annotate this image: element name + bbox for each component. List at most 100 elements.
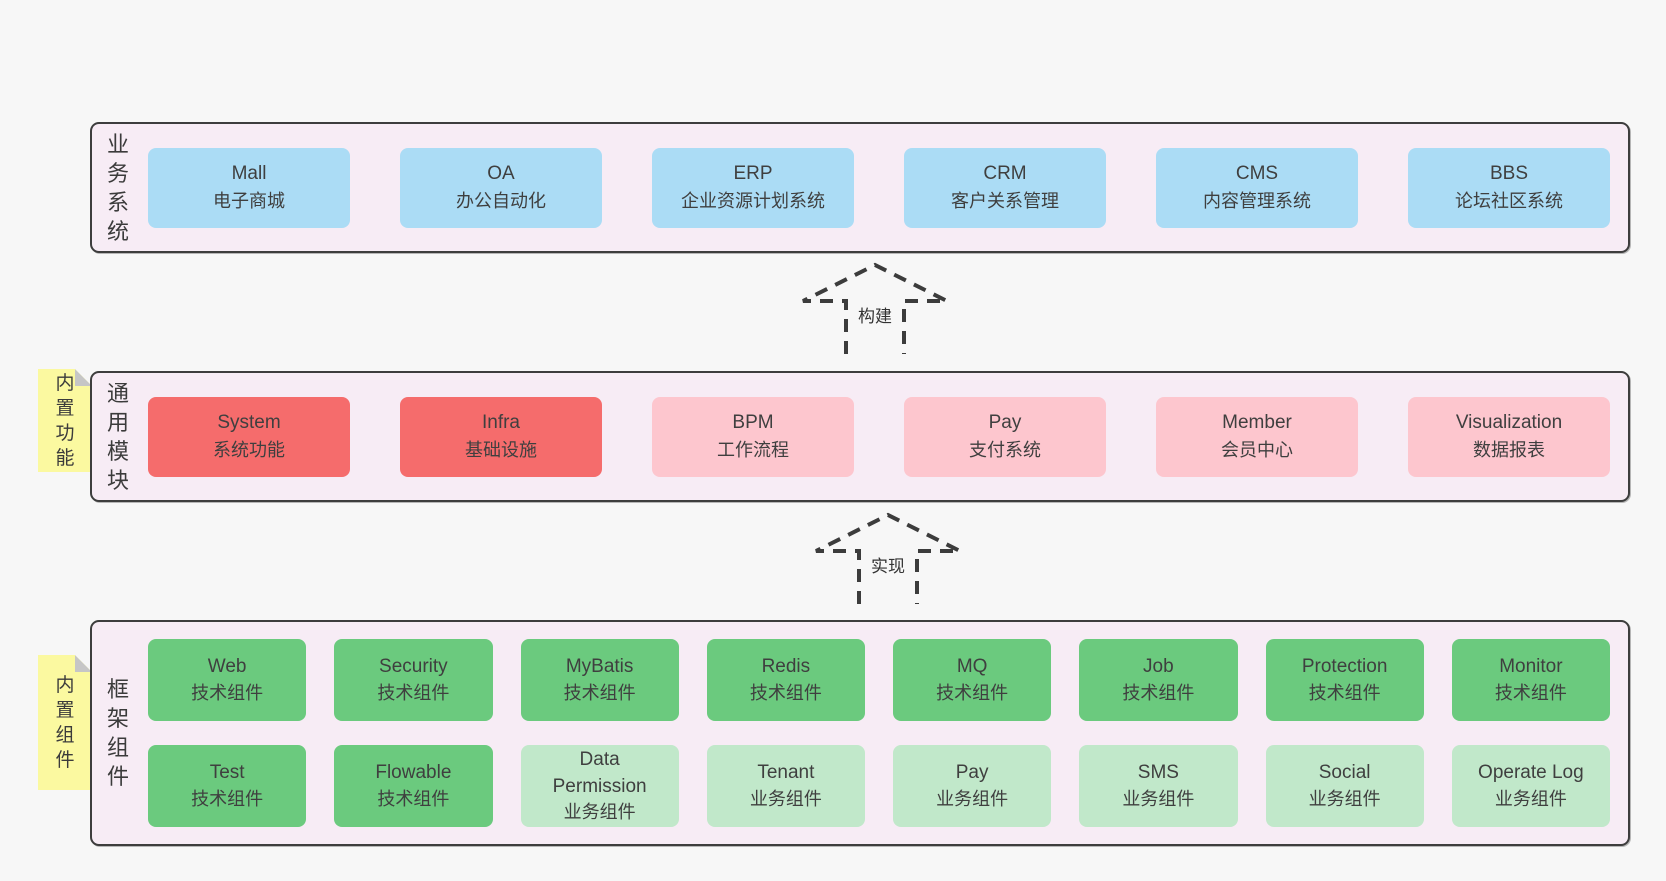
arrow-build: 构建	[800, 262, 950, 354]
box-title: Data Permission	[552, 749, 647, 797]
box-data-permission: Data Permission 业务组件	[520, 745, 679, 827]
note-label: 内置功能	[55, 372, 75, 469]
box-title: Tenant	[757, 762, 815, 784]
components-boxes-area: Web 技术组件 Security 技术组件 MyBatis 技术组件 Redi…	[138, 639, 1628, 827]
box-title: Flowable	[375, 762, 452, 784]
box-title: Test	[209, 762, 245, 784]
box-subtitle: 业务组件	[749, 788, 822, 809]
box-mybatis: MyBatis 技术组件	[520, 639, 679, 721]
modules-box-row: System 系统功能 Infra 基础设施 BPM 工作流程 Pay 支付系统…	[148, 396, 1610, 477]
box-infra: Infra 基础设施	[400, 396, 602, 477]
box-subtitle: 业务组件	[563, 801, 636, 822]
box-flowable: Flowable 技术组件	[334, 745, 493, 827]
arrow-implement: 实现	[813, 512, 963, 604]
box-subtitle: 业务组件	[1122, 788, 1195, 809]
box-title: Pay	[955, 762, 989, 784]
box-subtitle: 业务组件	[1308, 788, 1381, 809]
box-sms: SMS 业务组件	[1079, 745, 1238, 827]
box-title: CRM	[983, 162, 1027, 184]
box-title: Operate Log	[1478, 762, 1584, 784]
box-subtitle: 技术组件	[936, 682, 1009, 703]
box-title: Redis	[761, 656, 811, 678]
sticky-note-built-in-functions: 内置功能	[38, 369, 92, 472]
box-title: Web	[207, 656, 247, 678]
box-crm: CRM 客户关系管理	[904, 147, 1106, 228]
box-title: BBS	[1489, 162, 1529, 184]
box-system: System 系统功能	[148, 396, 350, 477]
box-subtitle: 业务组件	[936, 788, 1009, 809]
box-social: Social 业务组件	[1265, 745, 1424, 827]
box-operate-log: Operate Log 业务组件	[1451, 745, 1610, 827]
box-title: Mall	[231, 162, 267, 184]
box-subtitle: 技术组件	[191, 788, 264, 809]
components-box-row-1: Web 技术组件 Security 技术组件 MyBatis 技术组件 Redi…	[148, 639, 1610, 721]
box-visualization: Visualization 数据报表	[1408, 396, 1610, 477]
box-redis: Redis 技术组件	[706, 639, 865, 721]
box-subtitle: 客户关系管理	[951, 191, 1059, 212]
box-erp: ERP 企业资源计划系统	[652, 147, 854, 228]
box-title: Pay	[988, 411, 1022, 433]
box-bbs: BBS 论坛社区系统	[1408, 147, 1610, 228]
components-box-row-2: Test 技术组件 Flowable 技术组件 Data Permission …	[148, 745, 1610, 827]
box-mall: Mall 电子商城	[148, 147, 350, 228]
box-protection: Protection 技术组件	[1265, 639, 1424, 721]
box-subtitle: 技术组件	[377, 788, 450, 809]
box-title: SMS	[1137, 762, 1179, 784]
components-rows: Web 技术组件 Security 技术组件 MyBatis 技术组件 Redi…	[148, 639, 1610, 827]
box-subtitle: 支付系统	[969, 440, 1041, 461]
box-title: MQ	[956, 656, 988, 678]
box-subtitle: 电子商城	[213, 191, 285, 212]
box-title: Job	[1143, 656, 1174, 678]
box-title: Protection	[1301, 656, 1388, 678]
business-box-row: Mall 电子商城 OA 办公自动化 ERP 企业资源计划系统 CRM 客户关系…	[148, 147, 1610, 228]
box-title: Security	[379, 656, 448, 678]
sticky-note-built-in-components: 内置组件	[38, 655, 92, 790]
box-subtitle: 论坛社区系统	[1455, 191, 1563, 212]
box-title: MyBatis	[565, 656, 634, 678]
box-title: Monitor	[1499, 656, 1563, 678]
box-subtitle: 技术组件	[377, 682, 450, 703]
arrow-implement-label: 实现	[869, 552, 907, 577]
box-monitor: Monitor 技术组件	[1451, 639, 1610, 721]
layer-label-components: 框架组件	[107, 677, 130, 789]
block-arrow-up-icon	[815, 512, 961, 604]
box-subtitle: 内容管理系统	[1203, 191, 1311, 212]
box-title: BPM	[732, 411, 774, 433]
box-subtitle: 办公自动化	[456, 191, 546, 212]
box-subtitle: 工作流程	[717, 440, 789, 461]
layer-label-modules: 通用模块	[107, 380, 130, 493]
box-title: ERP	[733, 162, 773, 184]
box-pay-system: Pay 支付系统	[904, 396, 1106, 477]
box-subtitle: 业务组件	[1494, 788, 1567, 809]
box-bpm: BPM 工作流程	[652, 396, 854, 477]
box-title: Member	[1222, 411, 1292, 433]
box-subtitle: 系统功能	[213, 440, 285, 461]
box-job: Job 技术组件	[1079, 639, 1238, 721]
business-boxes-area: Mall 电子商城 OA 办公自动化 ERP 企业资源计划系统 CRM 客户关系…	[138, 147, 1628, 228]
box-security: Security 技术组件	[334, 639, 493, 721]
box-test: Test 技术组件	[148, 745, 307, 827]
modules-boxes-area: System 系统功能 Infra 基础设施 BPM 工作流程 Pay 支付系统…	[138, 396, 1628, 477]
box-subtitle: 技术组件	[1494, 682, 1567, 703]
box-title: Social	[1318, 762, 1371, 784]
box-title: OA	[487, 162, 515, 184]
layer-framework-components: 框架组件 Web 技术组件 Security 技术组件 MyBatis 技术组件	[90, 620, 1630, 846]
box-subtitle: 技术组件	[749, 682, 822, 703]
box-title: CMS	[1235, 162, 1279, 184]
layer-label-business: 业务系统	[107, 131, 130, 244]
box-subtitle: 基础设施	[465, 440, 537, 461]
layer-common-modules: 通用模块 System 系统功能 Infra 基础设施 BPM 工作流程 Pay…	[90, 371, 1630, 502]
box-web: Web 技术组件	[148, 639, 307, 721]
box-title: System	[217, 411, 281, 433]
note-label: 内置组件	[55, 674, 75, 771]
box-subtitle: 技术组件	[1308, 682, 1381, 703]
box-subtitle: 技术组件	[563, 682, 636, 703]
box-member: Member 会员中心	[1156, 396, 1358, 477]
box-oa: OA 办公自动化	[400, 147, 602, 228]
box-mq: MQ 技术组件	[893, 639, 1052, 721]
arrow-build-label: 构建	[856, 302, 894, 327]
box-title: Infra	[481, 411, 521, 433]
box-title: Visualization	[1455, 411, 1563, 433]
layer-business-systems: 业务系统 Mall 电子商城 OA 办公自动化 ERP 企业资源计划系统 CRM…	[90, 122, 1630, 253]
